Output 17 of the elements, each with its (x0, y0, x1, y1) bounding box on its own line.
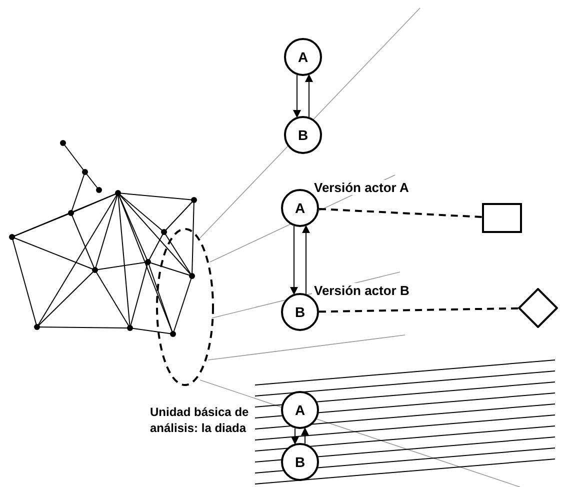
arrow (301, 427, 309, 444)
arrow (302, 225, 310, 294)
dashed-line (318, 307, 518, 313)
arrow (291, 428, 299, 445)
caption-text: Unidad básica de análisis: la diada (150, 404, 250, 436)
arrow (293, 74, 301, 118)
dashed-line (318, 208, 482, 218)
square-shape (482, 203, 522, 233)
edge-label: Versión actor A (312, 180, 411, 195)
arrow (290, 226, 298, 295)
circle-node: A (284, 38, 322, 76)
arrow (305, 74, 313, 118)
circle-node: B (284, 116, 322, 154)
diamond-shape (518, 288, 558, 328)
edge-label: Versión actor B (312, 283, 412, 298)
circle-node: B (281, 443, 319, 481)
circle-node: A (281, 391, 319, 429)
